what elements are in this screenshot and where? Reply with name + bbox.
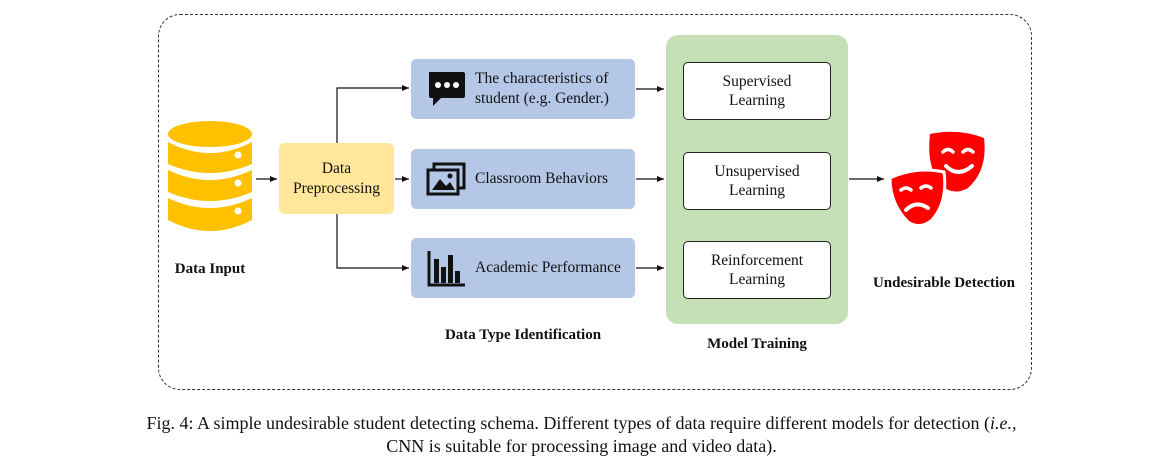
reinforcement-learning-box: Reinforcement Learning bbox=[683, 241, 831, 299]
model-training-title: Model Training bbox=[707, 336, 807, 352]
undesirable-detection-label: Undesirable Detection bbox=[872, 275, 1016, 291]
data-type-behaviors-label: Classroom Behaviors bbox=[475, 170, 609, 187]
data-input-label: Data Input bbox=[174, 261, 246, 277]
data-type-characteristics-label: The characteristics of student (e.g. Gen… bbox=[475, 70, 609, 107]
data-type-title: Data Type Identification bbox=[444, 327, 602, 343]
theater-masks-icon bbox=[888, 131, 985, 227]
caption-line2: CNN is suitable for processing image and… bbox=[386, 436, 777, 456]
data-type-academic-label: Academic Performance bbox=[475, 259, 621, 276]
supervised-learning-box: Supervised Learning bbox=[683, 62, 831, 120]
preprocessing-line1: Data bbox=[321, 159, 352, 177]
data-type-academic: Academic Performance bbox=[411, 238, 635, 298]
diagram-frame bbox=[158, 14, 1032, 390]
figure-caption: Fig. 4: A simple undesirable student det… bbox=[0, 412, 1163, 458]
image-gallery-icon bbox=[426, 162, 466, 196]
chat-bubble-icon bbox=[429, 72, 465, 106]
data-type-characteristics: The characteristics of student (e.g. Gen… bbox=[411, 59, 635, 119]
database-icon bbox=[168, 121, 252, 231]
preprocessing-box: Data Preprocessing bbox=[279, 143, 394, 214]
data-type-behaviors: Classroom Behaviors bbox=[411, 149, 635, 209]
preprocessing-line2: Preprocessing bbox=[293, 179, 380, 197]
caption-line1: Fig. 4: A simple undesirable student det… bbox=[146, 413, 1017, 433]
unsupervised-learning-box: Unsupervised Learning bbox=[683, 152, 831, 210]
bar-chart-icon bbox=[427, 251, 465, 287]
